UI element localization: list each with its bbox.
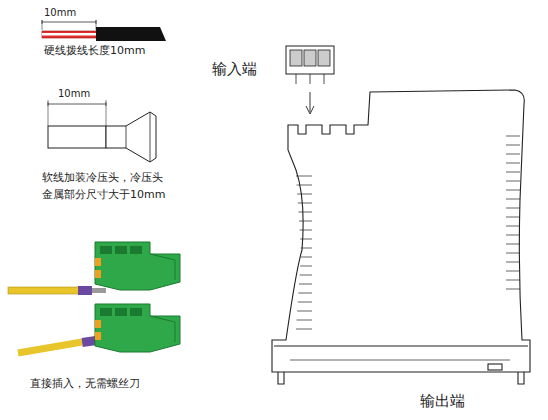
housing-rib [506, 163, 520, 164]
housing-rib [298, 203, 312, 204]
housing-rib [506, 262, 520, 263]
housing-rib [506, 172, 520, 173]
housing-rib [506, 145, 520, 146]
housing-rib [506, 217, 520, 218]
housing-rib [506, 289, 520, 290]
hard-wire [42, 20, 166, 41]
housing-rib [506, 226, 520, 227]
housing-rib [506, 253, 520, 254]
terminal-label: 输出端 [420, 390, 465, 413]
ferrule [48, 100, 156, 162]
housing-rib [506, 199, 520, 200]
note-text: 硬线拨线长度10mm [44, 43, 145, 60]
housing-rib [298, 212, 312, 213]
housing-rib [297, 185, 312, 186]
module-housing [272, 90, 530, 384]
housing-rib [506, 208, 520, 209]
housing-rib [506, 244, 520, 245]
housing-rib [300, 230, 312, 231]
housing-rib [300, 266, 312, 267]
housing-rib [297, 311, 312, 312]
terminal-label: 输入端 [212, 58, 257, 81]
dimension-label: 10mm [44, 5, 76, 20]
housing-rib [506, 136, 520, 137]
housing-rib [296, 176, 312, 177]
dimension-label: 10mm [58, 86, 90, 101]
housing-rib [296, 329, 312, 330]
housing-rib [506, 154, 520, 155]
housing-rib [506, 280, 520, 281]
housing-rib [297, 194, 312, 195]
housing-rib [299, 221, 312, 222]
housing-rib [300, 239, 312, 240]
terminal-block [286, 46, 334, 114]
note-text: 软线加装冷压头，冷压头 金属部分尺寸大于10mm [42, 170, 174, 203]
housing-rib [300, 275, 312, 276]
note-text: 直接插入，无需螺丝刀 [30, 376, 140, 393]
plug-connectors [8, 242, 180, 353]
housing-rib [506, 190, 520, 191]
housing-rib [297, 320, 312, 321]
housing-rib [298, 293, 312, 294]
housing-rib [298, 302, 312, 303]
housing-rib [301, 257, 312, 258]
housing-rib [506, 235, 520, 236]
housing-rib [506, 271, 520, 272]
housing-rib [506, 181, 520, 182]
housing-rib [301, 248, 312, 249]
housing-rib [299, 284, 312, 285]
